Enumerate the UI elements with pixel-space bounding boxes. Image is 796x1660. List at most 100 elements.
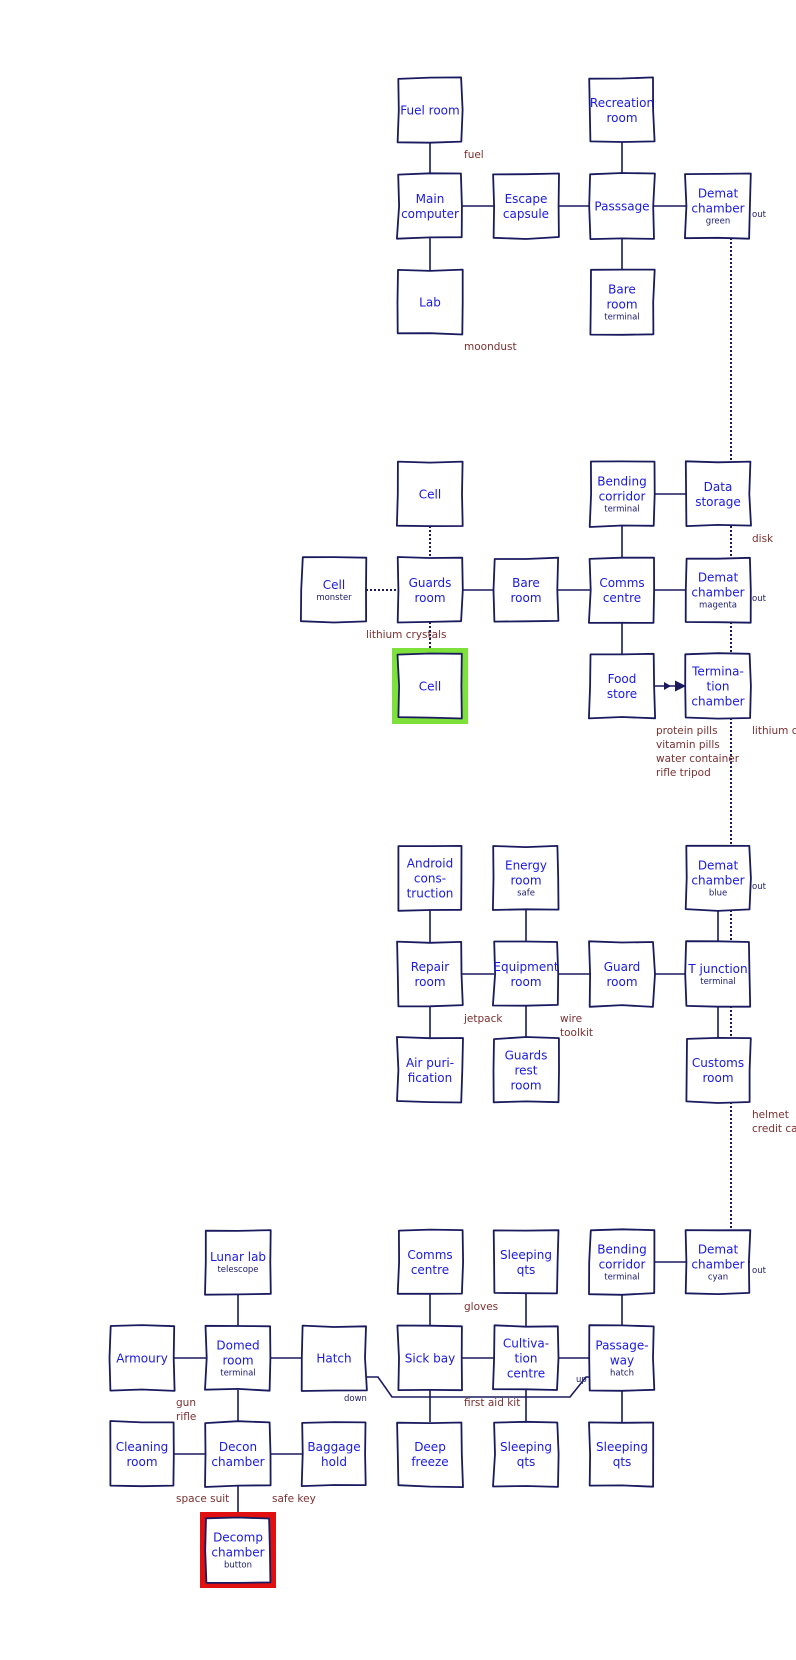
item-label: fuel (464, 149, 484, 161)
room-cellstart: Cell (392, 648, 468, 724)
room-box (300, 556, 368, 624)
room-box (396, 652, 463, 720)
room-name: Cleaning (116, 1440, 169, 1454)
room-name: way (610, 1354, 634, 1368)
room-feature: blue (709, 889, 727, 899)
item-label: vitamin pills (656, 739, 720, 751)
room-box (396, 460, 464, 527)
room-box (684, 460, 752, 527)
room-name: room (510, 874, 541, 888)
item-label: jetpack (463, 1013, 503, 1025)
room-box (492, 1036, 560, 1104)
item-label: water container (656, 753, 740, 765)
room-name: room (222, 1354, 253, 1368)
room-box (588, 172, 656, 240)
room-name: corridor (599, 490, 646, 504)
room-box (492, 1420, 560, 1488)
room-armoury: Armoury (108, 1324, 176, 1392)
room-box (588, 940, 656, 1008)
room-box (685, 1037, 752, 1104)
room-feature: green (706, 217, 731, 227)
room-name: Cell (419, 680, 441, 694)
room-name: qts (517, 1455, 536, 1469)
rooms-layer: Fuel roomRecreationroomMaincomputerEscap… (108, 76, 752, 1588)
room-feature: safe (517, 889, 535, 899)
room-name: rest (514, 1064, 537, 1078)
room-fuel: Fuel room (396, 76, 464, 144)
room-passsage: Passsage (588, 172, 656, 240)
room-name: Lunar lab (210, 1250, 266, 1264)
room-feature: monster (316, 593, 352, 603)
room-box (492, 940, 560, 1007)
room-box (396, 1036, 464, 1104)
room-feature: button (224, 1561, 252, 1571)
room-name: chamber (691, 202, 744, 216)
room-name: Termina- (691, 665, 744, 679)
room-box (492, 1229, 560, 1295)
room-name: chamber (691, 874, 744, 888)
room-box (588, 652, 656, 720)
room-name: room (414, 591, 445, 605)
room-name: corridor (599, 1258, 646, 1272)
room-name: chamber (691, 695, 744, 709)
room-box (396, 1324, 463, 1392)
room-name: Demat (698, 859, 739, 873)
room-cell1: Cell (396, 460, 464, 527)
room-lab: Lab (396, 268, 464, 336)
room-feature: terminal (220, 1369, 256, 1379)
room-box (684, 652, 752, 720)
room-name: Demat (698, 571, 739, 585)
room-name: Escape (505, 192, 548, 206)
room-box (684, 940, 752, 1008)
room-name: room (510, 975, 541, 989)
room-name: room (606, 975, 637, 989)
item-label: lithium crystals (366, 629, 446, 641)
room-name: room (606, 298, 637, 312)
room-box (588, 556, 655, 624)
room-name: chamber (691, 586, 744, 600)
room-name: tion (707, 680, 730, 694)
room-name: freeze (411, 1455, 448, 1469)
room-name: Bare (608, 283, 636, 297)
room-name: centre (507, 1367, 545, 1381)
item-label: space suit (176, 1493, 229, 1505)
room-box (588, 460, 656, 528)
room-box (684, 556, 752, 624)
item-label: helmet (752, 1109, 789, 1121)
room-box (492, 1324, 560, 1391)
room-box (204, 1420, 272, 1488)
room-name: Repair (411, 960, 449, 974)
room-name: Bending (597, 475, 646, 489)
room-name: capsule (503, 207, 549, 221)
item-label: disk (752, 533, 774, 545)
room-name: Guards (409, 576, 452, 590)
room-name: Armoury (116, 1352, 168, 1366)
room-feature: terminal (700, 977, 736, 987)
room-name: Sleeping (500, 1248, 552, 1262)
room-name: Data (704, 480, 733, 494)
room-name: Comms (599, 576, 644, 590)
item-label: rifle (176, 1411, 196, 1423)
room-name: Sick bay (405, 1352, 455, 1366)
room-feature: hatch (610, 1369, 634, 1379)
room-name: Demat (698, 1243, 739, 1257)
room-box (588, 76, 656, 143)
